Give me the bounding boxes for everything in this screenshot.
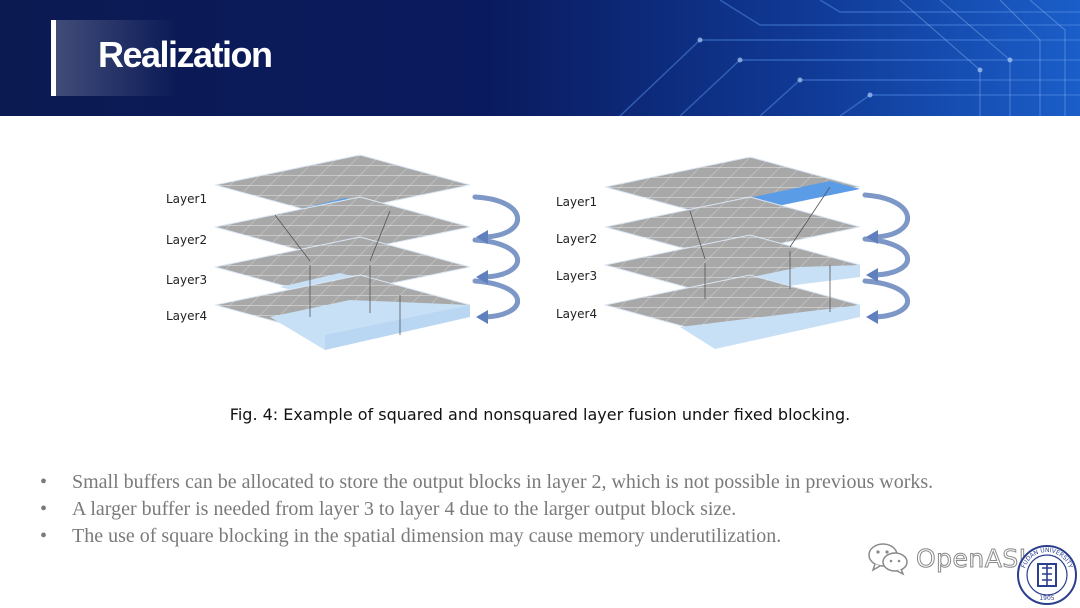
left-label-layer4: Layer4 <box>166 309 207 323</box>
title-glow <box>56 20 176 96</box>
right-stack: Layer1 Layer2 Layer3 Layer4 <box>556 156 910 349</box>
left-label-layer3: Layer3 <box>166 273 207 287</box>
right-label-layer1: Layer1 <box>556 195 597 209</box>
bullet-list: Small buffers can be allocated to store … <box>40 469 933 550</box>
bullet-item: A larger buffer is needed from layer 3 t… <box>40 496 933 523</box>
right-layer-arrows <box>862 192 910 320</box>
svg-text:1905: 1905 <box>1039 595 1054 602</box>
slide-title: Realization <box>98 34 273 75</box>
right-label-layer4: Layer4 <box>556 307 597 321</box>
left-layer-arrows <box>472 194 520 320</box>
right-label-layer3: Layer3 <box>556 269 597 283</box>
left-stack: Layer1 Layer2 Layer3 Layer4 <box>166 154 520 350</box>
layer-fusion-figure: Layer1 Layer2 Layer3 Layer4 <box>166 154 910 350</box>
left-label-layer1: Layer1 <box>166 192 207 206</box>
left-layer4-plane <box>214 274 471 350</box>
bullet-item: The use of square blocking in the spatia… <box>40 523 933 550</box>
figure-caption: Fig. 4: Example of squared and nonsquare… <box>229 405 851 424</box>
left-label-layer2: Layer2 <box>166 233 207 247</box>
header-banner: Realization <box>0 0 1080 116</box>
wechat-icon <box>868 543 908 576</box>
circuit-pattern <box>619 0 1080 116</box>
right-label-layer2: Layer2 <box>556 232 597 246</box>
university-seal-logo: FUDAN UNIVERSITY 1905 <box>1017 545 1077 605</box>
bullet-item: Small buffers can be allocated to store … <box>40 469 933 496</box>
right-layer4-plane <box>604 274 861 349</box>
title-accent-bar <box>51 20 56 96</box>
